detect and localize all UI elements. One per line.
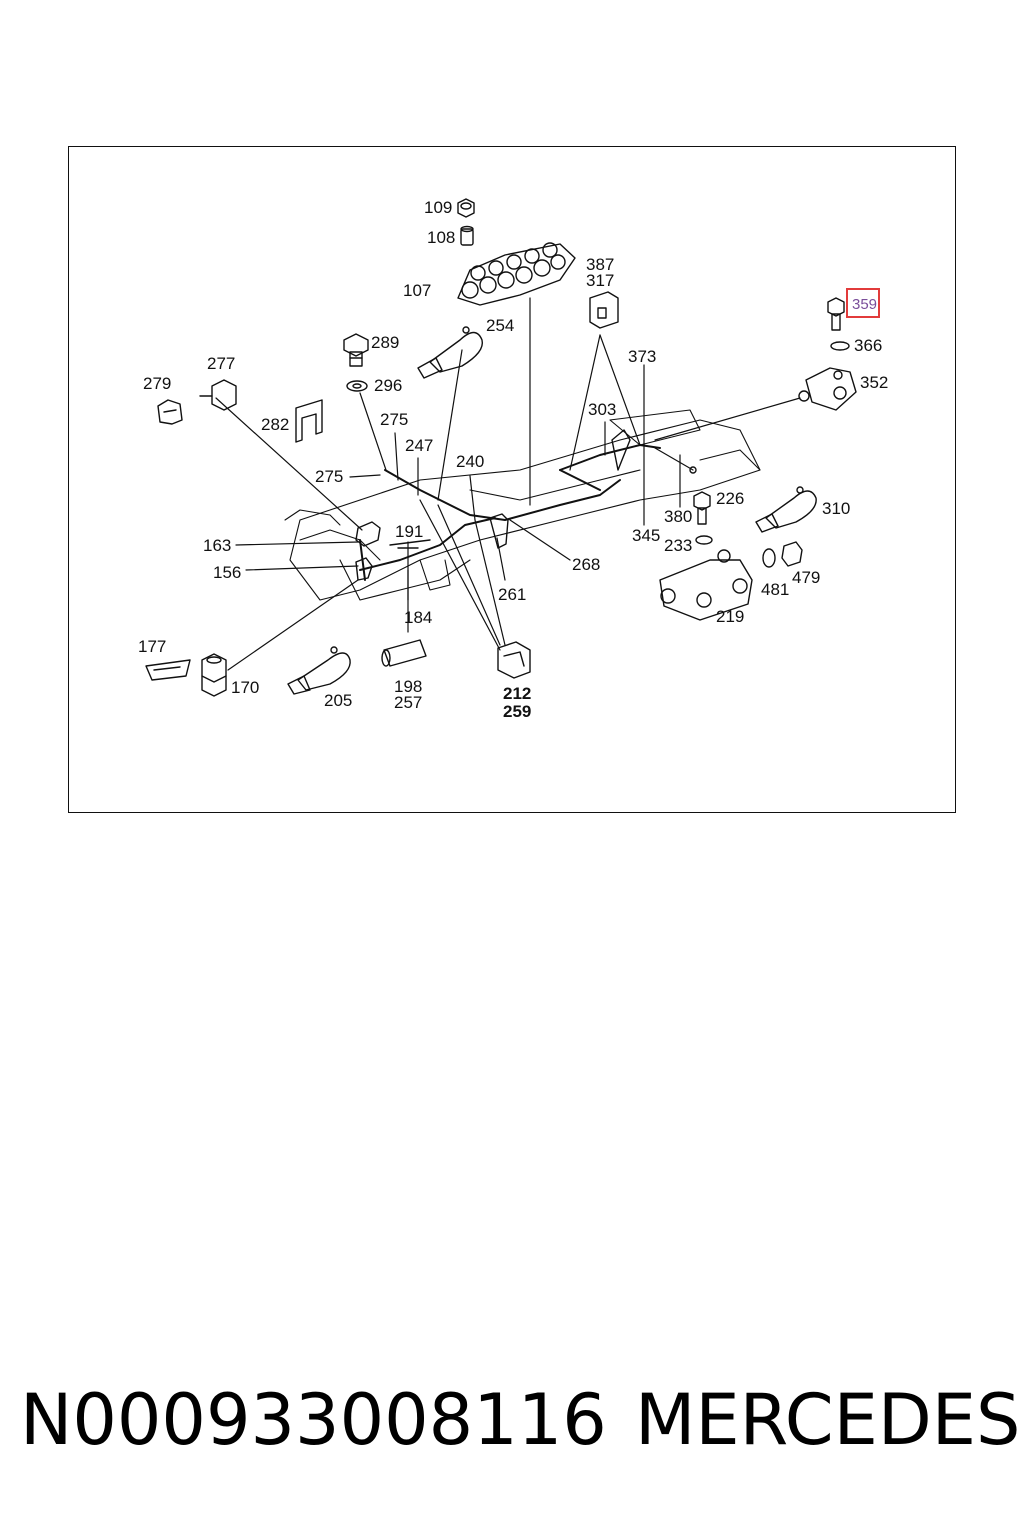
chassis-frame <box>284 409 761 601</box>
part-387-317-bracket-icon <box>589 291 619 329</box>
part-191-line-icon <box>389 539 431 546</box>
part-198-257-sleeve-icon <box>381 639 427 667</box>
label-184: 184 <box>404 608 433 627</box>
label-282: 282 <box>261 415 290 434</box>
brand-name: MERCEDES <box>635 1379 1021 1461</box>
part-226-bolt-icon <box>693 491 711 525</box>
part-380-screw-icon <box>689 466 697 474</box>
label-240: 240 <box>456 452 485 471</box>
leader-lines <box>215 297 801 671</box>
part-109-nut-icon <box>457 198 475 218</box>
label-296: 296 <box>374 376 403 395</box>
label-310: 310 <box>822 499 851 518</box>
label-279: 279 <box>143 374 172 393</box>
label-226: 226 <box>716 489 745 508</box>
label-277: 277 <box>207 354 236 373</box>
label-233: 233 <box>664 536 693 555</box>
part-479-plug-icon <box>781 541 803 567</box>
part-108-sleeve-icon <box>460 225 474 246</box>
label-261: 261 <box>498 585 527 604</box>
part-481-seal-ring-icon <box>762 548 776 568</box>
part-233-washer-icon <box>695 535 713 545</box>
label-170: 170 <box>231 678 260 697</box>
label-481: 481 <box>761 580 790 599</box>
label-156: 156 <box>213 563 242 582</box>
label-479: 479 <box>792 568 821 587</box>
part-279-clip-icon <box>157 399 183 425</box>
label-219: 219 <box>716 607 745 626</box>
brake-lines <box>359 444 661 581</box>
label-198: 198 <box>394 677 423 696</box>
part-number: N000933008116 <box>20 1379 607 1461</box>
label-177: 177 <box>138 637 167 656</box>
label-205: 205 <box>324 691 353 710</box>
label-366: 366 <box>854 336 883 355</box>
part-296-washer-icon <box>346 380 368 392</box>
part-212-259-clip-icon <box>497 641 531 679</box>
label-163: 163 <box>203 536 232 555</box>
part-289-bolt-icon <box>343 333 369 367</box>
label-275-top: 275 <box>380 410 409 429</box>
highlighted-part-box[interactable]: 359 <box>846 288 880 318</box>
label-317: 317 <box>586 271 615 290</box>
part-282-bracket-icon <box>295 399 323 443</box>
part-277-clip-icon <box>199 379 237 411</box>
footer: N000933008116 MERCEDES <box>20 1379 1020 1461</box>
label-257: 257 <box>394 693 423 712</box>
part-261-bracket-icon <box>489 513 509 549</box>
part-352-distributor-icon <box>798 367 857 411</box>
part-310-clamp-icon <box>755 486 817 533</box>
label-254: 254 <box>486 316 515 335</box>
label-191: 191 <box>395 522 424 541</box>
label-268: 268 <box>572 555 601 574</box>
label-275-left: 275 <box>315 467 344 486</box>
label-259: 259 <box>503 702 532 721</box>
label-352: 352 <box>860 373 889 392</box>
part-254-clamp-icon <box>417 326 484 379</box>
label-289: 289 <box>371 333 400 352</box>
part-359-bolt-icon <box>827 297 845 331</box>
label-108: 108 <box>427 228 456 247</box>
label-109: 109 <box>424 198 453 217</box>
label-373: 373 <box>628 347 657 366</box>
diagram-frame <box>68 146 956 813</box>
part-366-spring-washer-icon <box>830 341 850 351</box>
part-205-clamp-icon <box>287 646 351 695</box>
part-163-fitting-icon <box>355 521 381 547</box>
label-107: 107 <box>403 281 432 300</box>
label-359: 359 <box>852 296 878 313</box>
label-345: 345 <box>632 526 661 545</box>
part-170-union-nut-icon <box>201 653 227 697</box>
label-247: 247 <box>405 436 434 455</box>
label-303: 303 <box>588 400 617 419</box>
part-177-plate-icon <box>145 659 191 681</box>
label-212: 212 <box>503 684 532 703</box>
part-107-line-holder-icon <box>457 242 576 306</box>
label-380: 380 <box>664 507 693 526</box>
label-387: 387 <box>586 255 615 274</box>
part-345-line-icon <box>611 429 631 471</box>
part-219-distributor-icon <box>659 549 753 621</box>
part-156-fitting-icon <box>355 557 373 581</box>
